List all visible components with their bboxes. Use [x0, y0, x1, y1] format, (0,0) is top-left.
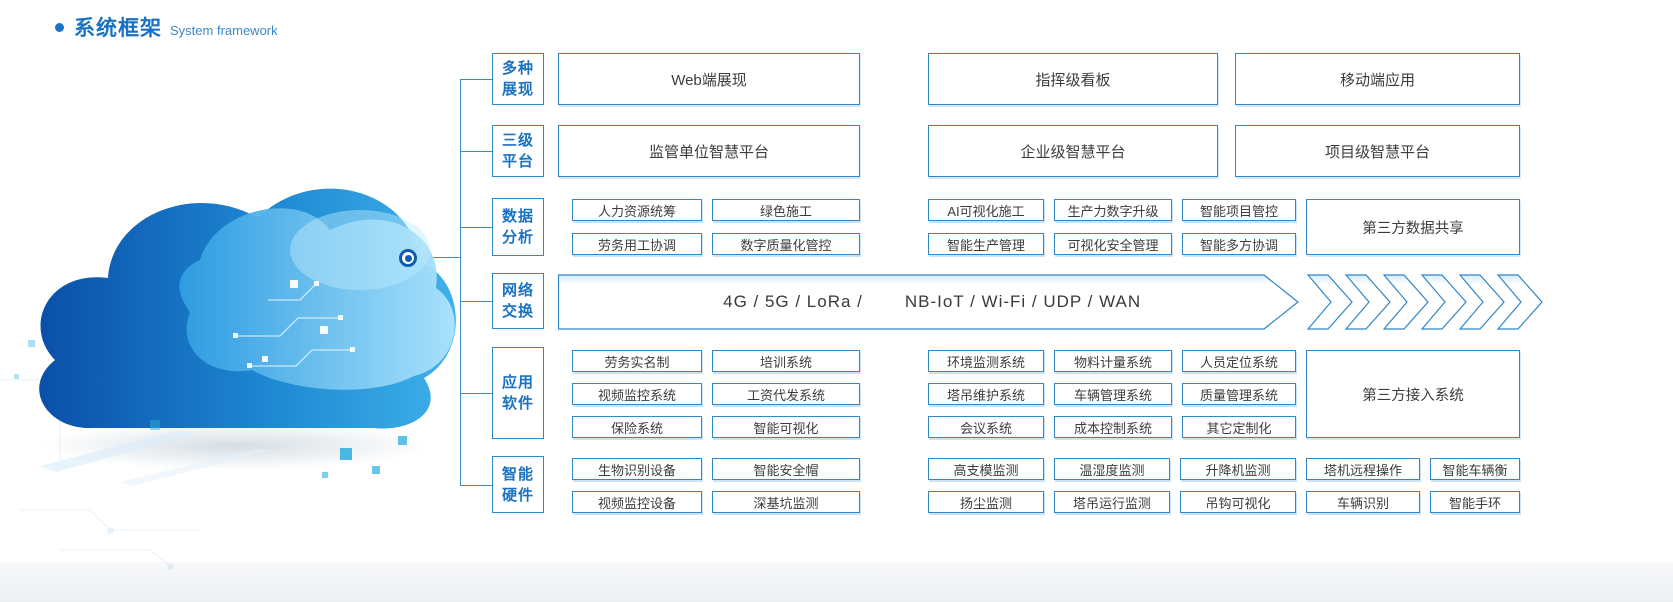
framework-grid-row: 人力资源统筹绿色施工: [572, 199, 860, 221]
category-smart-hardware: 智能 硬件: [492, 456, 544, 513]
framework-grid-row: AI可视化施工生产力数字升级智能项目管控: [928, 199, 1296, 221]
framework-grid-row: 塔吊维护系统车辆管理系统质量管理系统: [928, 383, 1296, 405]
framework-grid-row: 视频监控系统工资代发系统: [572, 383, 860, 405]
framework-box: 生物识别设备: [572, 458, 702, 480]
third-party-access-box: 第三方接入系统: [1306, 350, 1520, 438]
framework-box: 智能手环: [1430, 491, 1520, 513]
title-zh: 系统框架: [74, 17, 162, 40]
framework-box: 保险系统: [572, 416, 702, 438]
framework-box: 数字质量化管控: [712, 233, 860, 255]
connector-branch: [460, 393, 492, 394]
framework-box: 可视化安全管理: [1054, 233, 1172, 255]
network-band: 4G / 5G / LoRa / NB-IoT / Wi-Fi / UDP / …: [557, 274, 1548, 330]
framework-box: 会议系统: [928, 416, 1044, 438]
category-three-level-platform: 三级 平台: [492, 125, 544, 177]
framework-box: 企业级智慧平台: [928, 125, 1218, 177]
framework-box: 升降机监测: [1180, 458, 1296, 480]
framework-box: 绿色施工: [712, 199, 860, 221]
framework-box: 智能安全帽: [712, 458, 860, 480]
category-multi-display: 多种 展现: [492, 53, 544, 105]
framework-box: 吊钩可视化: [1180, 491, 1296, 513]
framework-box: 生产力数字升级: [1054, 199, 1172, 221]
framework-box: 温湿度监测: [1054, 458, 1170, 480]
framework-box: 项目级智慧平台: [1235, 125, 1520, 177]
framework-box: 智能生产管理: [928, 233, 1044, 255]
title-en: System framework: [170, 23, 278, 38]
framework-grid-row: 高支模监测温湿度监测升降机监测塔机远程操作智能车辆衡: [928, 458, 1520, 480]
framework-grid-row: 生物识别设备智能安全帽: [572, 458, 860, 480]
framework-box: 人员定位系统: [1182, 350, 1296, 372]
framework-box: 智能车辆衡: [1430, 458, 1520, 480]
chevron-arrows: [1306, 274, 1543, 330]
framework-box: 智能可视化: [712, 416, 860, 438]
framework-grid-row: 扬尘监测塔吊运行监测吊钩可视化车辆识别智能手环: [928, 491, 1520, 513]
framework-grid-row: 视频监控设备深基坑监测: [572, 491, 860, 513]
framework-box: 车辆识别: [1306, 491, 1420, 513]
framework-box: 环境监测系统: [928, 350, 1044, 372]
page-title: 系统框架 System framework: [55, 12, 278, 42]
framework-box: 扬尘监测: [928, 491, 1044, 513]
framework-box: 视频监控系统: [572, 383, 702, 405]
connector-branch: [460, 79, 492, 80]
framework-box: 劳务实名制: [572, 350, 702, 372]
framework-box: 车辆管理系统: [1054, 383, 1172, 405]
framework-box: 培训系统: [712, 350, 860, 372]
framework-box: 视频监控设备: [572, 491, 702, 513]
network-band-shape: [557, 274, 1543, 330]
connector-branch: [460, 227, 492, 228]
framework-box: 塔吊维护系统: [928, 383, 1044, 405]
framework-grid-row: 劳务实名制培训系统: [572, 350, 860, 372]
category-network-exchange: 网络 交换: [492, 273, 544, 329]
framework-box: 监管单位智慧平台: [558, 125, 860, 177]
framework-box: 质量管理系统: [1182, 383, 1296, 405]
category-application-software: 应用 软件: [492, 347, 544, 439]
framework-grid-row: 环境监测系统物料计量系统人员定位系统: [928, 350, 1296, 372]
floating-squares: [14, 340, 407, 478]
framework-box: Web端展现: [558, 53, 860, 105]
framework-box: 人力资源统筹: [572, 199, 702, 221]
network-protocols-left: 4G / 5G / LoRa /: [723, 292, 863, 311]
framework-grid-row: 保险系统智能可视化: [572, 416, 860, 438]
framework-box: 物料计量系统: [1054, 350, 1172, 372]
connector-line: [417, 257, 460, 258]
connector-branch: [460, 485, 492, 486]
third-party-data-box: 第三方数据共享: [1306, 199, 1520, 255]
framework-box: 高支模监测: [928, 458, 1044, 480]
framework-grid-row: 智能生产管理可视化安全管理智能多方协调: [928, 233, 1296, 255]
framework-box: 塔机远程操作: [1306, 458, 1420, 480]
bottom-strip: [0, 562, 1673, 602]
framework-box: 智能项目管控: [1182, 199, 1296, 221]
connector-branch: [460, 301, 492, 302]
framework-grid-row: 会议系统成本控制系统其它定制化: [928, 416, 1296, 438]
framework-box: 智能多方协调: [1182, 233, 1296, 255]
framework-box: 移动端应用: [1235, 53, 1520, 105]
framework-box: 成本控制系统: [1054, 416, 1172, 438]
cloud-circuit-nodes: [233, 280, 355, 368]
framework-box: AI可视化施工: [928, 199, 1044, 221]
framework-box: 工资代发系统: [712, 383, 860, 405]
cloud-connector-node: [399, 249, 417, 267]
connector-branch: [460, 151, 492, 152]
cloud-circuit-lines: [236, 283, 352, 367]
framework-grid-row: 劳务用工协调数字质量化管控: [572, 233, 860, 255]
framework-box: 其它定制化: [1182, 416, 1296, 438]
category-data-analysis: 数据 分析: [492, 198, 544, 256]
framework-box: 指挥级看板: [928, 53, 1218, 105]
network-protocols-right: NB-IoT / Wi-Fi / UDP / WAN: [904, 292, 1142, 311]
cloud-graphic: [0, 188, 456, 570]
connector-spine: [460, 79, 461, 486]
framework-box: 劳务用工协调: [572, 233, 702, 255]
framework-box: 塔吊运行监测: [1054, 491, 1170, 513]
bullet-icon: [55, 22, 64, 32]
framework-box: 深基坑监测: [712, 491, 860, 513]
